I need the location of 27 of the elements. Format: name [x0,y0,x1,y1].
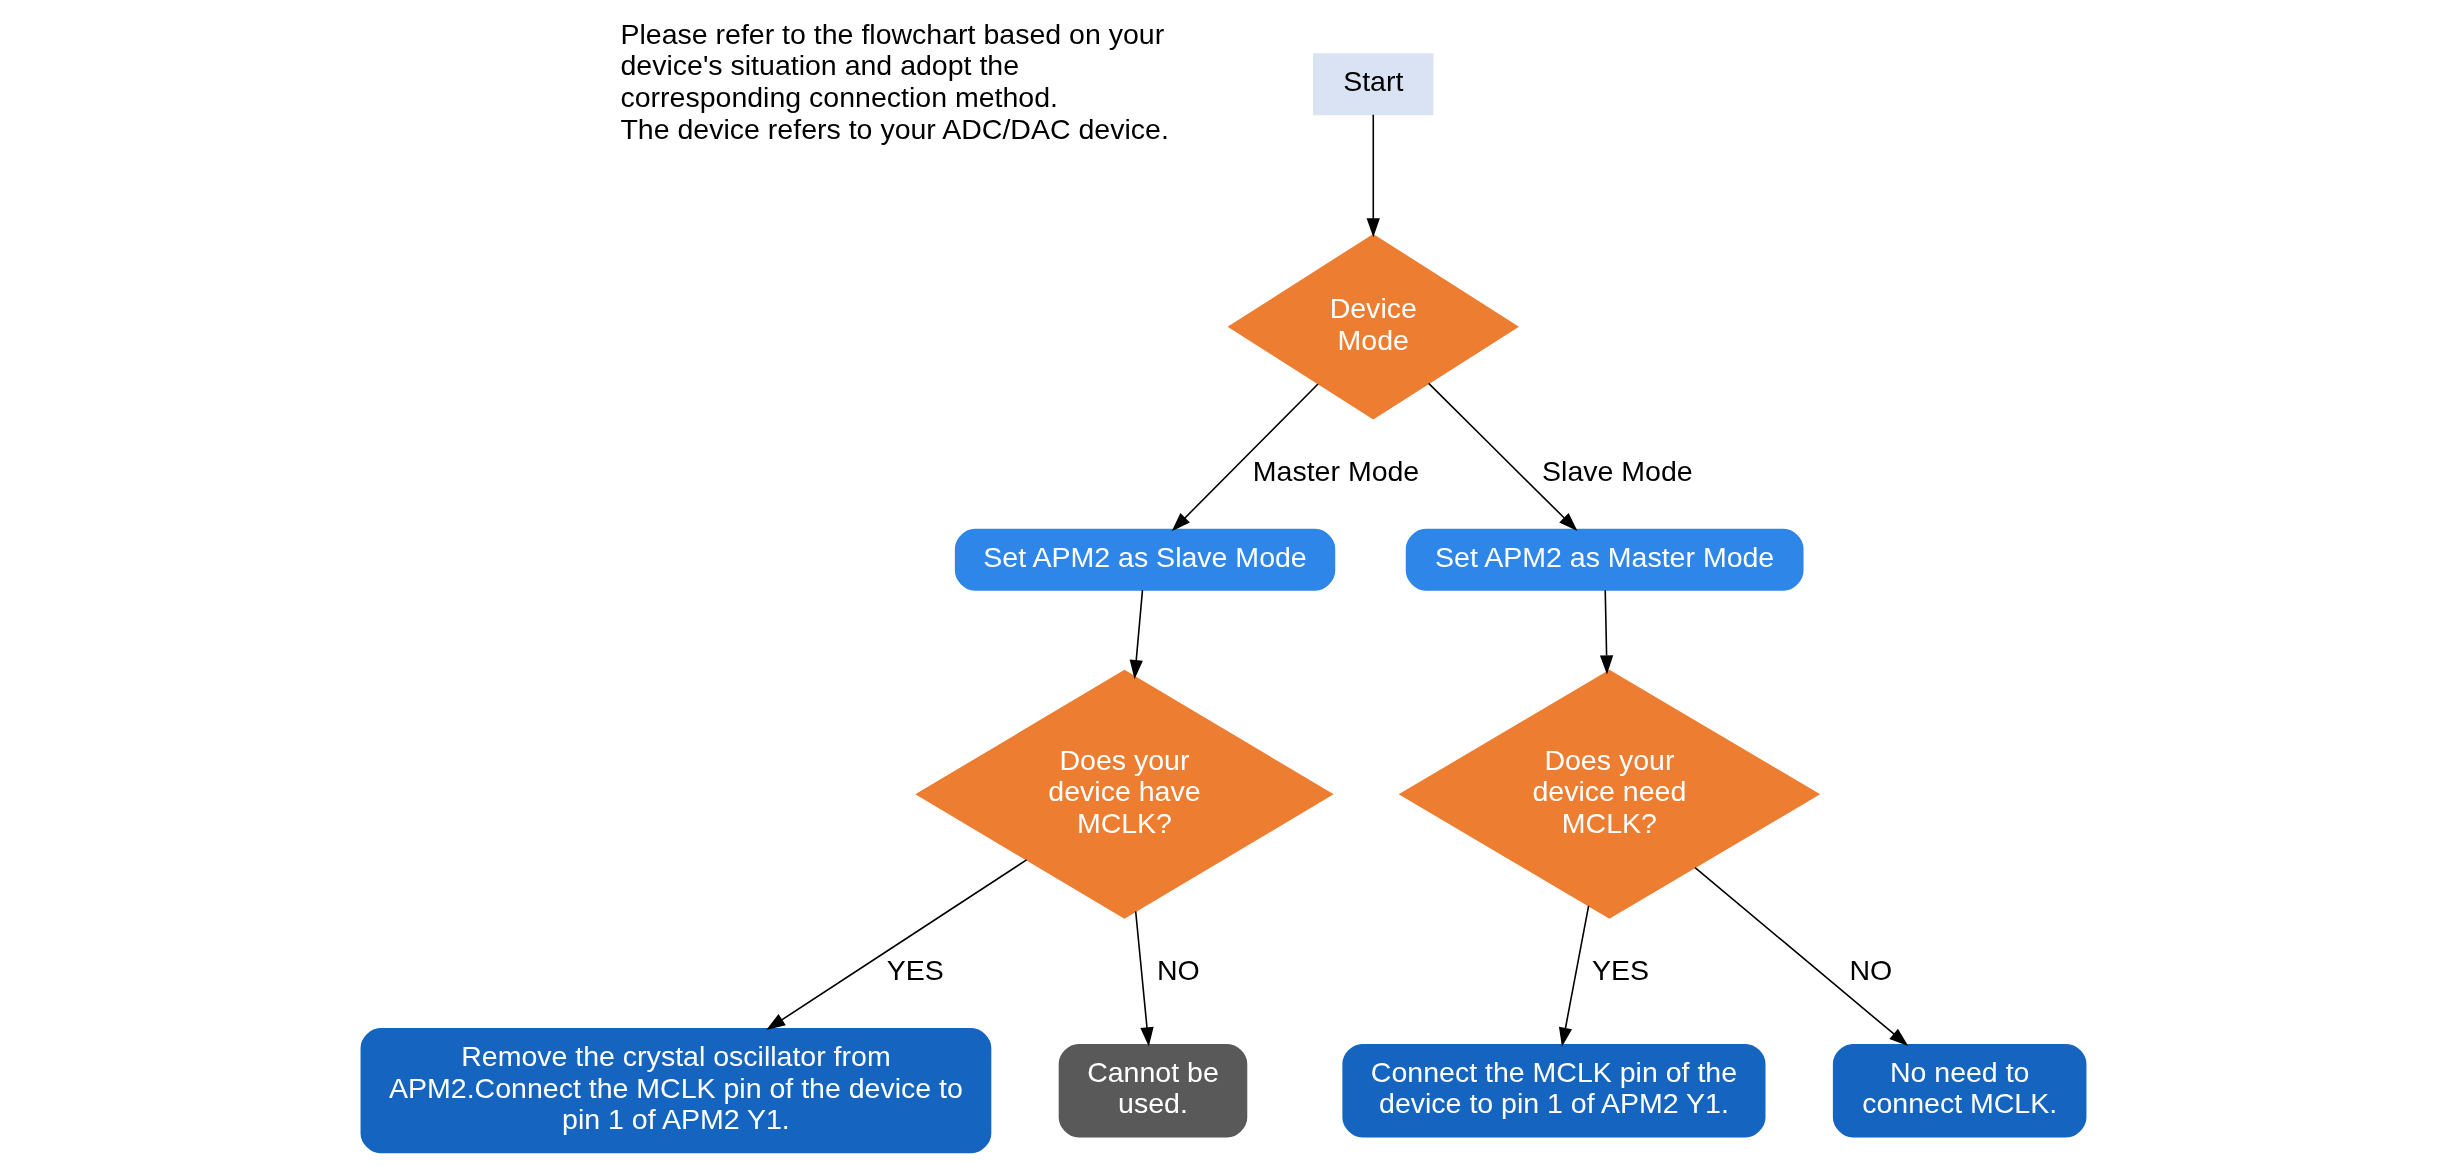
arrow [1427,382,1578,532]
edge-label: NO [1156,954,1200,987]
arrow [1129,589,1144,680]
node-diamond: Device Mode [1227,233,1519,420]
arrow [1599,589,1614,675]
edge-label: Slave Mode [1542,455,1693,488]
arrow [1366,113,1380,238]
arrow [1694,866,1909,1047]
node-box: Start [1313,53,1434,116]
node-box: Remove the crystal oscillator from APM2.Connect the MCLK pin of the device to pin 1 of APM2 Y1. [360,1028,992,1154]
arrow [766,859,1028,1031]
node-diamond: Does your device have MCLK? [915,669,1334,919]
arrow [1134,910,1154,1047]
edge-label: Master Mode [1252,455,1420,488]
edge-label: NO [1849,954,1893,987]
node-box: Set APM2 as Slave Mode [954,528,1336,591]
arrow [1171,383,1319,532]
node-box: Connect the MCLK pin of the device to pin 1 of APM2 Y1. [1342,1043,1766,1138]
label: The device refers to your ADC/DAC device. [620,112,1169,145]
node-box: No need to connect MCLK. [1832,1043,2087,1138]
edge-label: YES [1591,954,1650,987]
node-box: Cannot be used. [1058,1043,1248,1138]
node-box: Set APM2 as Master Mode [1405,528,1804,591]
node-diamond: Does your device need MCLK? [1398,669,1821,919]
label: Please refer to the flowchart based on your device's situation and adopt the corresponding connection method. [620,17,1165,114]
arrow [1558,905,1590,1047]
edge-label: YES [886,954,944,987]
